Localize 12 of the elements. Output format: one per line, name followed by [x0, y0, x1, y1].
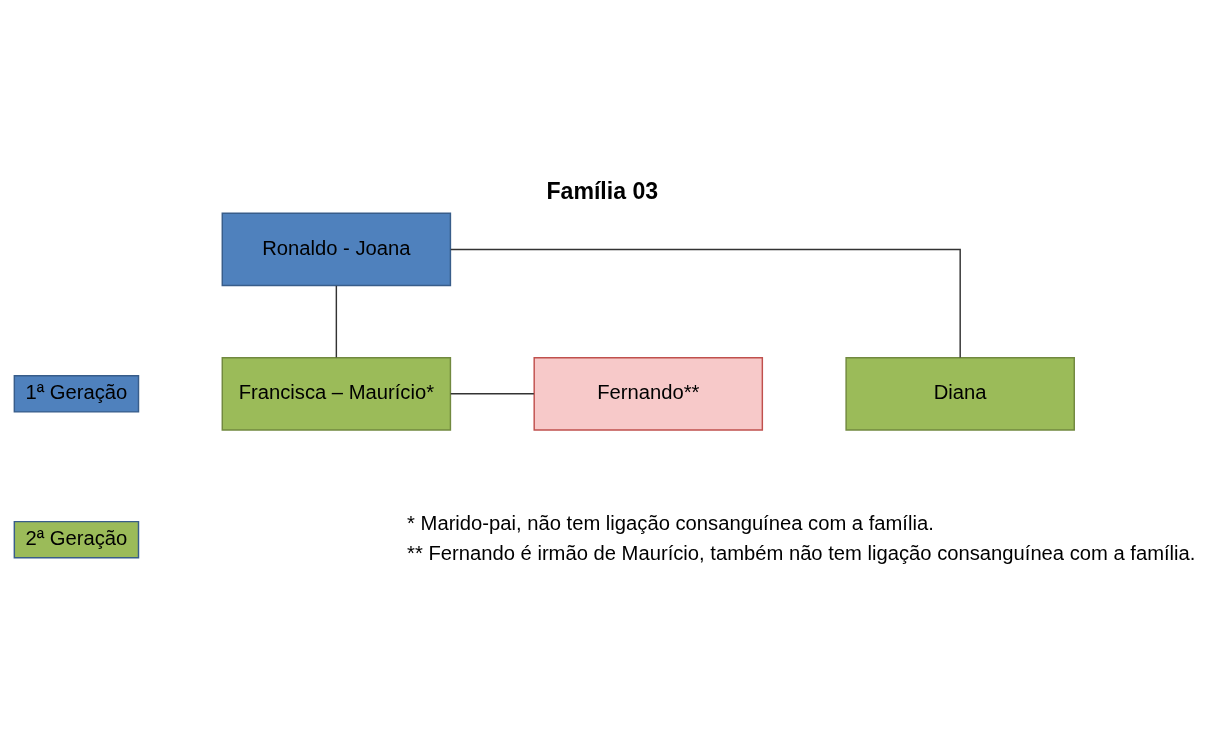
connector	[449, 393, 535, 395]
connector	[335, 285, 338, 359]
node-box: Diana	[845, 357, 1075, 431]
node-box: Fernando**	[533, 357, 764, 431]
label: * Marido-pai, não tem ligação consanguínea com a família.	[407, 511, 934, 534]
diagram-title: Família 03	[546, 177, 659, 204]
legend-label: 2ª Geração	[25, 527, 128, 550]
connector	[450, 248, 961, 359]
node-box: Ronaldo - Joana	[221, 212, 452, 287]
legend-label: 1ª Geração	[25, 381, 128, 404]
label: ** Fernando é irmão de Maurício, também não tem ligação consanguínea com a família.	[407, 542, 1196, 565]
node-box: Francisca – Maurício*	[221, 357, 452, 431]
